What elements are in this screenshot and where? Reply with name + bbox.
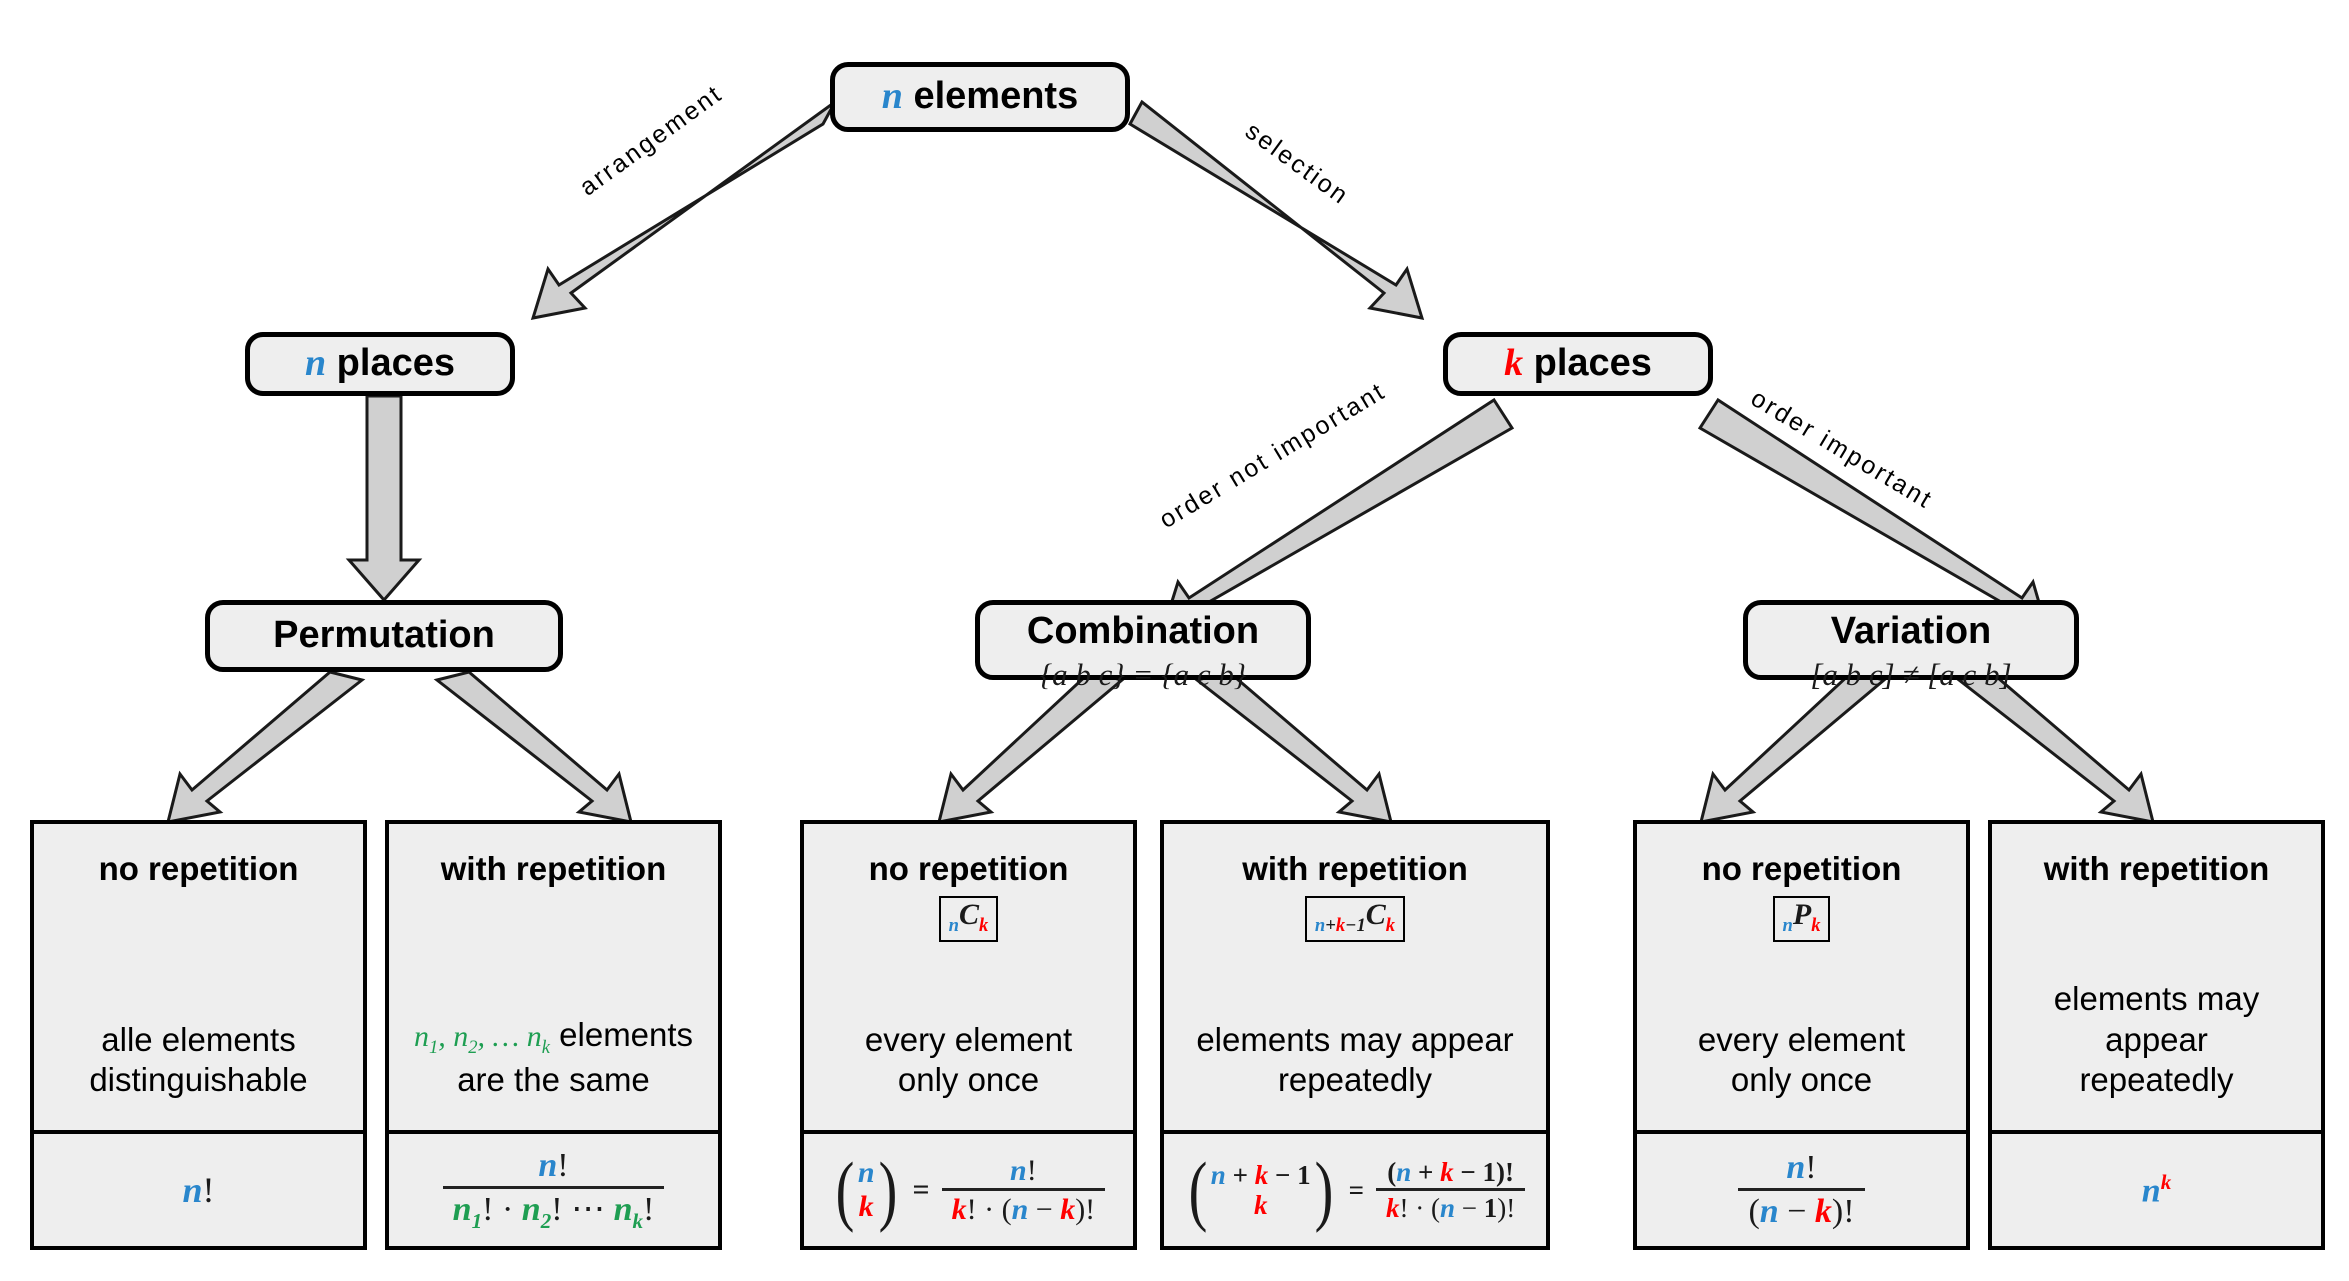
arrow-variation-to-leaf6 <box>1955 670 2156 824</box>
leaf-description: n1, n2, … nk elements are the same <box>408 1015 699 1100</box>
arrow-k-places-to-combination <box>1160 397 1515 632</box>
arrow-combination-to-leaf4 <box>1193 670 1394 824</box>
leaf-formula-cell: n! (n − k)! <box>1637 1134 1966 1246</box>
leaf-desc-line1: elements may appear <box>1196 1020 1514 1058</box>
node-permutation[interactable]: Permutation <box>205 600 563 672</box>
leaf-desc-line1-tail: elements <box>559 1016 694 1054</box>
leaf-description: elements may appear repeatedly <box>1190 1020 1519 1101</box>
leaf-desc-line2: only once <box>1730 1060 1873 1098</box>
leaf-desc-line1: every element <box>864 1020 1073 1058</box>
leaf-description: every element only once <box>1692 1020 1911 1101</box>
leaf-description: alle elements distinguishable <box>83 1020 313 1101</box>
leaf-desc-line2: repeatedly <box>1277 1060 1433 1098</box>
node-n-places-label: n places <box>304 342 455 385</box>
arrow-permutation-to-leaf1 <box>165 670 366 824</box>
node-n-places-text: places <box>326 342 455 385</box>
symbol-nPk: nPk <box>1772 896 1831 942</box>
var-n: n <box>304 342 327 385</box>
formula-multiset-coefficient: ( n + k − 1 k ) = (n + k − 1)! k! · (n −… <box>1185 1151 1526 1228</box>
node-combination-label: Combination <box>1026 610 1260 652</box>
vars-n-subscripts: n1, n2, … nk <box>413 1020 550 1059</box>
edge-label-arrangement: arrangement <box>574 79 728 202</box>
formula-falling-factorial: n! (n − k)! <box>1738 1150 1865 1229</box>
arrow-k-places-to-variation <box>1697 397 2050 632</box>
leaf-top-cell: no repetition alle elements distinguisha… <box>34 824 363 1134</box>
formula-n-power-k: nk <box>2141 1169 2172 1210</box>
node-combination-sublabel: {a b c} = {a c b} <box>1039 656 1247 692</box>
edge-label-order-not-important: order not important <box>1154 376 1391 535</box>
symbol-nCk: nCk <box>938 896 999 942</box>
edge-label-selection: selection <box>1240 116 1355 211</box>
arrow-variation-to-leaf5 <box>1698 670 1888 824</box>
leaf-heading: with repetition <box>1242 850 1468 887</box>
leaf-desc-line2: are the same <box>457 1060 650 1098</box>
arrow-n-places-to-permutation <box>345 394 423 603</box>
leaf-combination-no-repetition[interactable]: no repetition nCk every element only onc… <box>800 820 1137 1250</box>
node-n-elements-text: elements <box>902 75 1079 118</box>
node-k-places-label: k places <box>1504 342 1652 385</box>
node-k-places-text: places <box>1523 342 1652 385</box>
leaf-description: every element only once <box>859 1020 1078 1101</box>
leaf-variation-no-repetition[interactable]: no repetition nPk every element only onc… <box>1633 820 1970 1250</box>
edge-label-order-important: order important <box>1746 384 1938 515</box>
leaf-heading: no repetition <box>98 850 299 887</box>
node-variation-sublabel: [a b c] ≠ [a c b] <box>1810 656 2012 692</box>
symbol-n-plus-k-minus-1-C-k: n+k−1Ck <box>1304 896 1406 942</box>
leaf-top-cell: with repetition elements may appear repe… <box>1992 824 2321 1134</box>
leaf-heading: with repetition <box>440 850 667 887</box>
leaf-desc-line1: elements may appear <box>2053 980 2260 1058</box>
leaf-heading: no repetition <box>868 850 1069 887</box>
var-n: n <box>881 75 903 118</box>
leaf-permutation-with-repetition[interactable]: with repetition n1, n2, … nk elements ar… <box>385 820 722 1250</box>
arrow-combination-to-leaf3 <box>936 670 1126 824</box>
leaf-top-cell: no repetition nPk every element only onc… <box>1637 824 1966 1134</box>
leaf-desc-line2: distinguishable <box>89 1060 308 1098</box>
node-variation[interactable]: Variation [a b c] ≠ [a c b] <box>1743 600 2079 692</box>
leaf-variation-with-repetition[interactable]: with repetition elements may appear repe… <box>1988 820 2325 1250</box>
leaf-desc-line1: alle elements <box>101 1020 296 1058</box>
var-k: k <box>1504 342 1524 385</box>
leaf-desc-line1: every element <box>1697 1020 1906 1058</box>
node-permutation-label: Permutation <box>273 614 495 657</box>
leaf-heading: no repetition <box>1701 850 1902 887</box>
arrow-permutation-to-leaf2 <box>433 670 634 824</box>
leaf-formula-cell: n! <box>34 1134 363 1246</box>
leaf-top-cell: with repetition n1, n2, … nk elements ar… <box>389 824 718 1134</box>
formula-multiset-permutation: n! n1! · n2! ⋯ nk! <box>442 1148 665 1232</box>
node-n-places[interactable]: n places <box>245 332 515 396</box>
leaf-heading: with repetition <box>2043 850 2270 887</box>
node-n-elements-label: n elements <box>881 75 1079 118</box>
leaf-desc-line2: only once <box>897 1060 1040 1098</box>
leaf-permutation-no-repetition[interactable]: no repetition alle elements distinguisha… <box>30 820 367 1250</box>
leaf-combination-with-repetition[interactable]: with repetition n+k−1Ck elements may app… <box>1160 820 1550 1250</box>
leaf-top-cell: with repetition n+k−1Ck elements may app… <box>1164 824 1546 1134</box>
leaf-description: elements may appear repeatedly <box>1992 979 2321 1100</box>
leaf-top-cell: no repetition nCk every element only onc… <box>804 824 1133 1134</box>
formula-n-factorial: n! <box>182 1170 215 1210</box>
node-k-places[interactable]: k places <box>1443 332 1713 396</box>
node-combination[interactable]: Combination {a b c} = {a c b} <box>975 600 1311 692</box>
node-variation-label: Variation <box>1830 610 1992 652</box>
leaf-formula-cell: n! n1! · n2! ⋯ nk! <box>389 1134 718 1246</box>
leaf-formula-cell: ( n + k − 1 k ) = (n + k − 1)! k! · (n −… <box>1164 1134 1546 1246</box>
leaf-formula-cell: nk <box>1992 1134 2321 1246</box>
leaf-desc-line2: repeatedly <box>2079 1060 2234 1098</box>
node-n-elements[interactable]: n elements <box>830 62 1130 132</box>
